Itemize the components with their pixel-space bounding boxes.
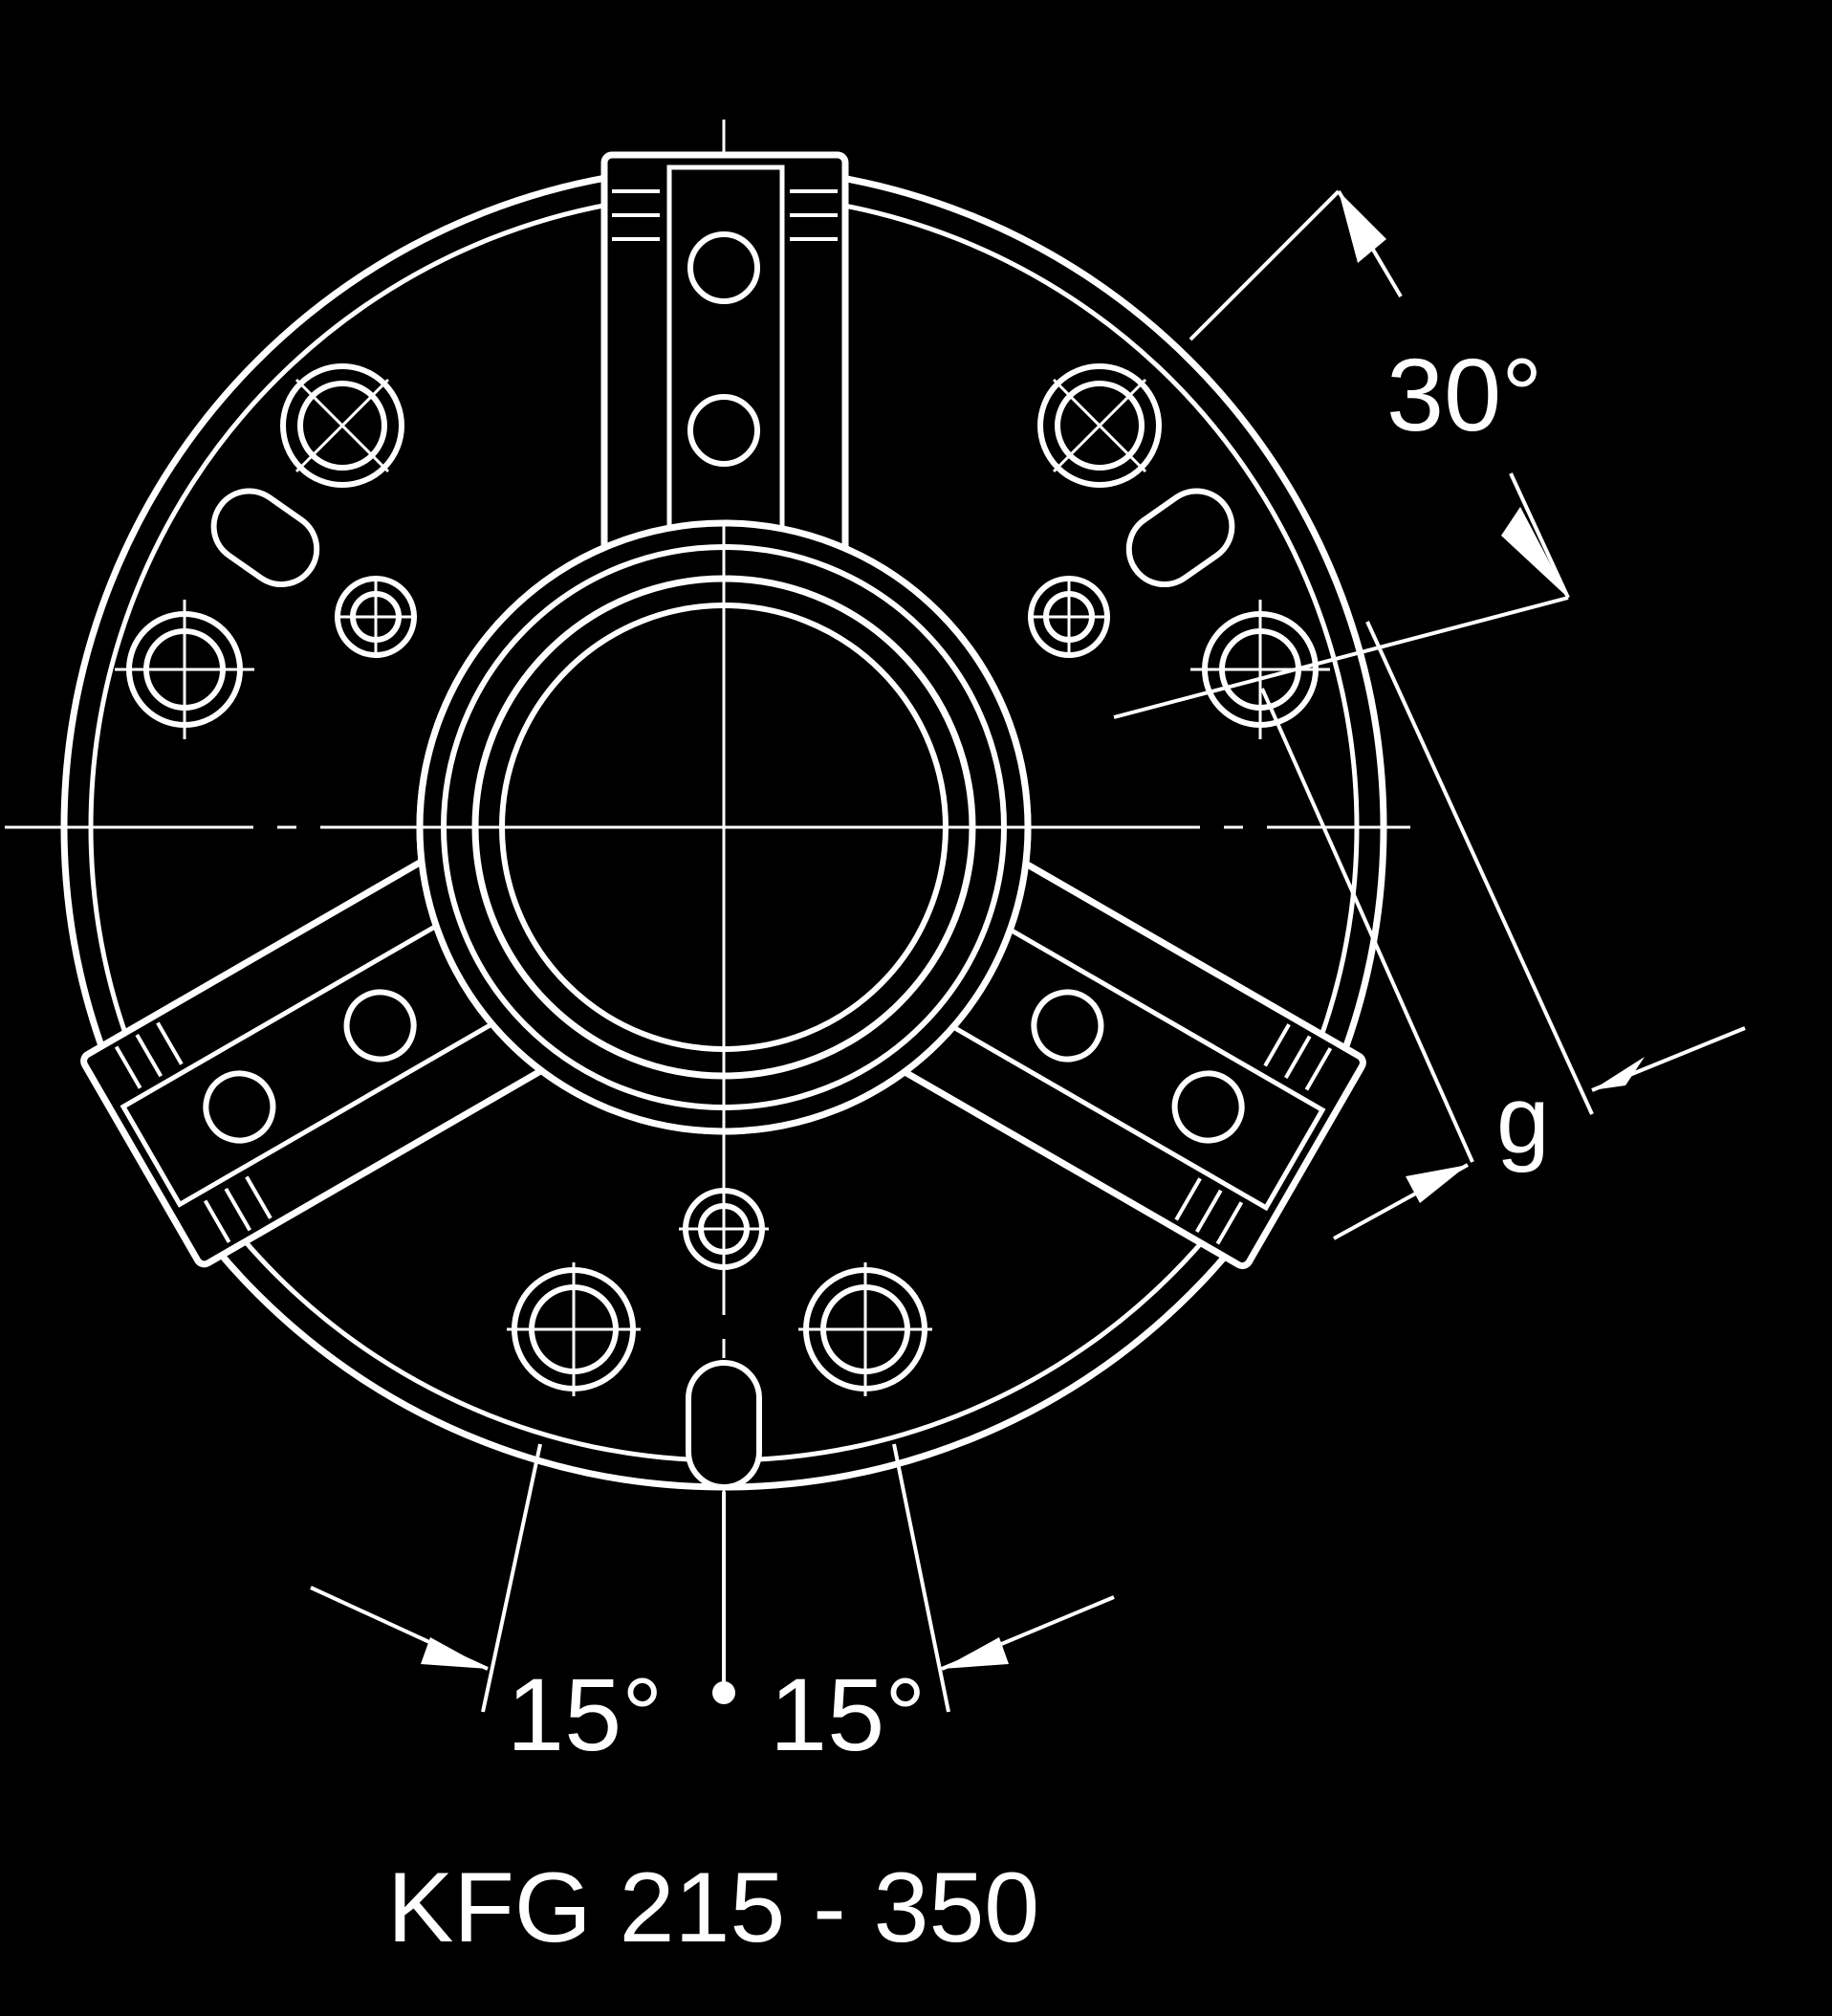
jaw-top <box>600 151 849 560</box>
central-bore-front <box>411 519 1037 1135</box>
small-hole <box>679 1184 769 1274</box>
mounting-holes <box>115 363 1330 1396</box>
mounting-hole <box>1037 363 1162 488</box>
jaw-right <box>897 858 1366 1270</box>
angle-label-15-right: 15° <box>770 1656 926 1772</box>
model-label: KFG 215 - 350 <box>387 1852 1039 1963</box>
mounting-hole <box>507 1262 641 1396</box>
dimension-arrows <box>421 191 1645 1704</box>
small-hole <box>1028 576 1110 658</box>
small-hole <box>335 576 417 658</box>
angle-label-15-left: 15° <box>507 1656 663 1772</box>
angle-label-30: 30° <box>1386 337 1542 452</box>
dimension-label-g: g <box>1496 1066 1550 1173</box>
mounting-hole <box>115 600 254 739</box>
mounting-hole <box>280 363 404 488</box>
rim-slots <box>210 488 1235 1490</box>
mounting-hole <box>798 1262 932 1396</box>
